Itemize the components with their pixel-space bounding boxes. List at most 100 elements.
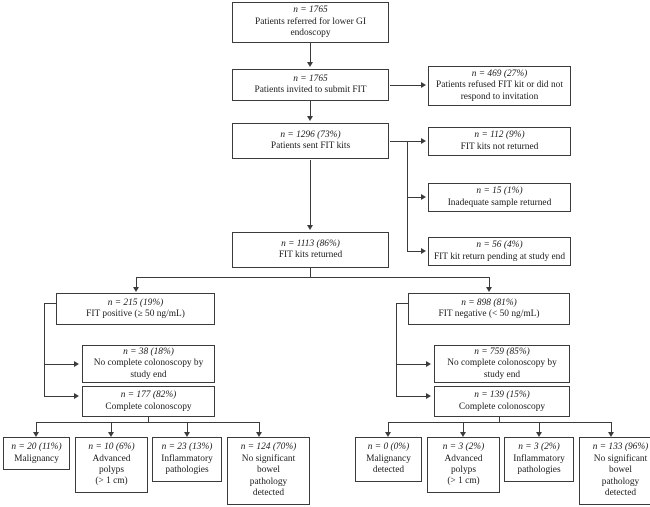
node-fit-positive: n = 215 (19%) FIT positive (≥ 50 ng/mL) — [56, 293, 215, 325]
node-count: n = 23 (13%) — [161, 442, 213, 453]
node-label-line3: study end — [483, 369, 521, 380]
arrowhead-neg-nosig — [608, 432, 614, 437]
node-label-line2: Malignancy — [14, 453, 59, 464]
node-patients-sent-kits: n = 1296 (73%) Patients sent FIT kits — [232, 123, 389, 159]
connector-to-notreturned — [407, 141, 423, 142]
connector-neg-leaf1 — [388, 422, 389, 433]
node-fitpos-malignancy: n = 20 (11%) Malignancy — [3, 437, 70, 470]
node-label-line2: No significant — [593, 453, 648, 464]
node-count: n = 898 (81%) — [461, 297, 517, 308]
node-label-line3: bowel — [609, 465, 632, 476]
node-label-line2: No complete colonoscopy by — [447, 358, 557, 369]
node-label-line2: FIT kits not returned — [460, 141, 539, 152]
connector-invited-to-sent — [310, 100, 311, 117]
node-label-line3: bowel — [257, 465, 280, 476]
node-patients-referred: n = 1765 Patients referred for lower GI … — [232, 2, 389, 43]
node-label-line3: pathologies — [517, 465, 561, 476]
node-patients-refused: n = 469 (27%) Patients refused FIT kit o… — [428, 66, 571, 106]
connector-sent-to-returned — [310, 160, 311, 226]
connector-neg-leaf4 — [611, 422, 612, 433]
connector-to-pending — [407, 251, 423, 252]
arrowhead-neg-polyps — [460, 432, 466, 437]
arrowhead-pos-malig — [33, 432, 39, 437]
connector-to-neg-colo — [396, 396, 428, 397]
node-fitpos-complete-colonoscopy: n = 177 (82%) Complete colonoscopy — [82, 386, 215, 417]
node-count: n = 215 (19%) — [107, 297, 164, 308]
node-count: n = 10 (6%) — [88, 442, 135, 453]
arrowhead-neg-inflam — [536, 432, 542, 437]
node-label-line2: Patients sent FIT kits — [270, 141, 351, 151]
node-label-line2: FIT positive (≥ 50 ng/mL) — [86, 309, 185, 319]
node-kits-not-returned: n = 112 (9%) FIT kits not returned — [428, 127, 571, 156]
node-fitneg-malignancy: n = 0 (0%) Malignancy detected — [355, 437, 422, 482]
connector-neg-leaf2 — [463, 422, 464, 433]
node-label-line2: Malignancy — [366, 453, 411, 464]
node-kits-returned: n = 1113 (86%) FIT kits returned — [232, 232, 389, 268]
node-label-line2: Complete colonoscopy — [105, 401, 192, 412]
node-fitpos-inflammatory: n = 23 (13%) Inflammatory pathologies — [152, 437, 222, 482]
connector-to-pos-nocolo — [44, 364, 76, 365]
arrowhead-refused — [421, 81, 426, 88]
connector-to-neg-nocolo — [396, 364, 428, 365]
node-count: n = 38 (18%) — [123, 346, 174, 357]
connector-pos-leaf1 — [36, 422, 37, 433]
node-count: n = 177 (82%) — [120, 390, 177, 401]
connector-fitneg-spine — [396, 303, 397, 396]
node-label-line2: No complete colonoscopy by — [93, 358, 204, 369]
connector-referred-to-invited — [310, 42, 311, 63]
arrowhead-neg-colo — [426, 392, 431, 399]
node-label-line2: Patients refused FIT kit or did not — [436, 80, 563, 91]
node-label-line3: polyps — [98, 465, 124, 475]
arrowhead-pos-polyps — [108, 432, 114, 437]
connector-pos-leaf2 — [111, 422, 112, 433]
connector-pos-leaf-bar — [36, 422, 259, 423]
node-count: n = 133 (96%) — [592, 442, 649, 453]
arrowhead-pos-nosig — [256, 432, 262, 437]
node-label-line5: detected — [604, 488, 637, 499]
connector-pos-leaf3 — [187, 422, 188, 433]
node-label-line3: detected — [372, 465, 405, 476]
node-label-line5: detected — [252, 488, 285, 499]
node-count: n = 15 (1%) — [476, 186, 523, 197]
arrowhead-pending — [421, 247, 426, 254]
node-fitneg-inflammatory: n = 3 (2%) Inflammatory pathologies — [504, 437, 574, 482]
node-count: n = 139 (15%) — [474, 390, 530, 401]
arrowhead-neg-nocolo — [426, 360, 431, 367]
connector-neg-leaf-bar — [388, 422, 611, 423]
node-fitpos-no-colonoscopy: n = 38 (18%) No complete colonoscopy by … — [82, 345, 215, 383]
node-label-line2: FIT kits returned — [278, 250, 343, 260]
arrowhead-notreturned — [421, 137, 426, 144]
connector-sent-trunk — [390, 141, 408, 142]
node-label-line2: No significant — [241, 453, 296, 464]
node-label-line4: (> 1 cm) — [447, 476, 480, 487]
connector-invited-to-refused — [390, 85, 423, 86]
node-label-line4: (> 1 cm) — [95, 476, 128, 487]
node-count: n = 1765 — [293, 73, 328, 84]
connector-fitpos-out — [44, 303, 56, 304]
node-count: n = 3 (2%) — [518, 442, 560, 453]
connector-split-left — [136, 277, 137, 288]
node-count: n = 1113 (86%) — [281, 238, 340, 249]
node-count: n = 759 (85%) — [474, 346, 530, 357]
connector-fitneg-out — [396, 303, 408, 304]
node-label-line4: pathology — [249, 476, 288, 487]
node-count: n = 469 (27%) — [471, 68, 528, 79]
arrowhead-invited — [307, 62, 313, 67]
connector-to-pos-colo — [44, 396, 76, 397]
arrowhead-inadequate — [421, 193, 426, 200]
node-label-line2: Inflammatory — [161, 453, 213, 464]
node-count: n = 20 (11%) — [11, 442, 62, 453]
node-fitpos-advanced-polyps: n = 10 (6%) Advanced polyps (> 1 cm) — [75, 437, 148, 493]
node-fitneg-no-significant-pathology: n = 133 (96%) No significant bowel patho… — [579, 437, 650, 505]
node-fitneg-complete-colonoscopy: n = 139 (15%) Complete colonoscopy — [434, 386, 570, 417]
connector-pos-leaf4 — [259, 422, 260, 433]
node-fit-negative: n = 898 (81%) FIT negative (< 50 ng/mL) — [408, 293, 570, 325]
node-label-line2: FIT kit return pending at study end — [433, 251, 566, 262]
arrowhead-returned — [307, 225, 313, 230]
connector-right-stack-spine — [407, 141, 408, 251]
node-count: n = 3 (2%) — [442, 442, 485, 453]
connector-neg-leaf3 — [539, 422, 540, 433]
node-fitneg-no-colonoscopy: n = 759 (85%) No complete colonoscopy by… — [434, 345, 570, 383]
node-count: n = 112 (9%) — [474, 130, 525, 141]
arrowhead-pos-nocolo — [74, 360, 79, 367]
